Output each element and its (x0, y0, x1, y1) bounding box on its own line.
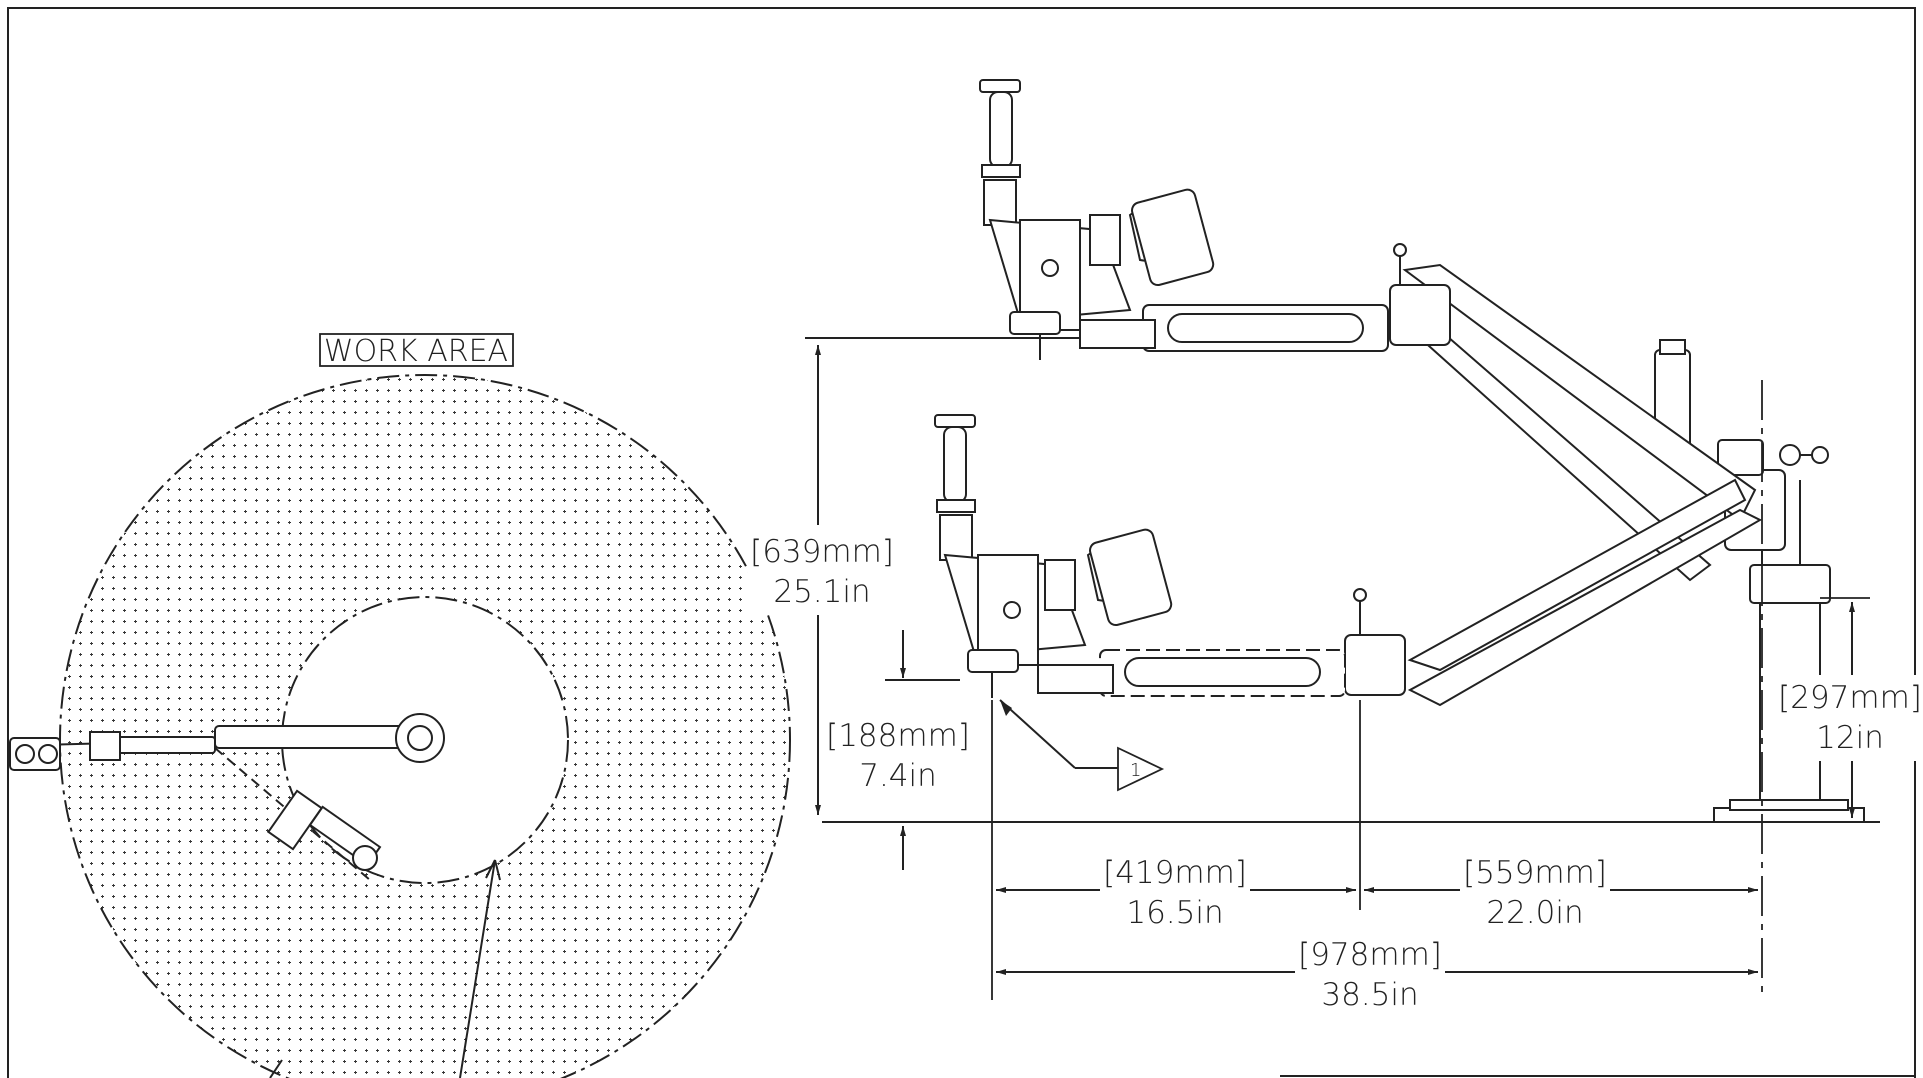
work-area-view: WORK AREA (9, 333, 791, 1078)
dim-297-in: 12in (1816, 720, 1884, 756)
dimension-639: [639mm] 25.1in (748, 345, 894, 815)
lower-arm-lowered (1099, 478, 1763, 707)
outer-leader-line (269, 1059, 283, 1078)
upper-arm-raised (1142, 243, 1757, 582)
inner-leader-line (459, 859, 496, 1078)
dimension-419: [419mm] 16.5in (996, 850, 1356, 936)
dimension-978: [978mm] 38.5in (996, 932, 1758, 1018)
dim-559-mm: [559mm] (1463, 855, 1607, 891)
arm-top-view (9, 713, 445, 881)
dim-978-in: 38.5in (1321, 977, 1418, 1013)
work-area-label-box (319, 333, 514, 367)
dim-419-in: 16.5in (1126, 895, 1223, 931)
dim-559-in: 22.0in (1486, 895, 1583, 931)
dimension-188: [188mm] 7.4in (826, 630, 970, 870)
dim-419-mm: [419mm] (1103, 855, 1247, 891)
dim-188-mm: [188mm] (826, 718, 970, 754)
work-area-label: WORK AREA (324, 334, 508, 369)
dimension-297: [297mm] 12in (1778, 597, 1922, 818)
dim-639-mm: [639mm] (750, 534, 894, 570)
dim-297-mm: [297mm] (1778, 680, 1922, 716)
upper-tool (979, 79, 1215, 360)
dim-188-in: 7.4in (859, 758, 937, 794)
dimension-559: [559mm] 22.0in (1364, 850, 1758, 936)
callout-1-number: 1 (1130, 760, 1141, 781)
lower-tool (934, 414, 1173, 698)
side-view (805, 79, 1880, 1000)
dim-978-mm: [978mm] (1298, 937, 1442, 973)
callout-1: 1 (999, 699, 1165, 792)
dim-639-in: 25.1in (773, 574, 870, 610)
frame-border (7, 7, 1916, 1078)
